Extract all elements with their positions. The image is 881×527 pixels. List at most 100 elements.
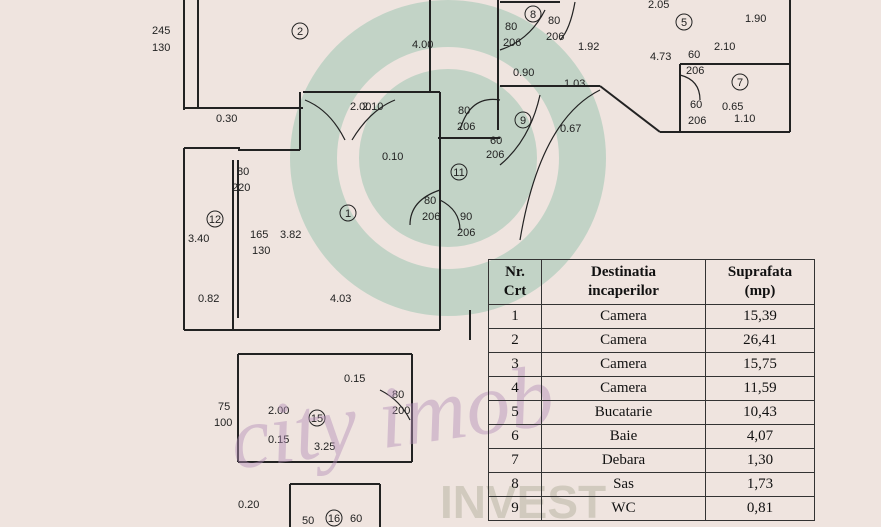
dim-label: 1.10 [734, 113, 755, 125]
cell-nr: 6 [488, 424, 542, 449]
cell-destination: Camera [541, 376, 706, 401]
dim-label: 3.25 [314, 441, 335, 453]
dim-label: 0.10 [382, 151, 403, 163]
dim-label: 1.92 [578, 41, 599, 53]
cell-destination: WC [541, 496, 706, 521]
dim-label: 0.30 [216, 113, 237, 125]
dim-label: 80 [458, 105, 470, 117]
room-number: 5 [681, 17, 687, 29]
cell-destination: Camera [541, 328, 706, 353]
cell-area: 15,75 [705, 352, 815, 377]
room-number: 9 [520, 115, 526, 127]
dim-label: 0.15 [344, 373, 365, 385]
room-number: 1 [345, 208, 351, 220]
dim-label: 90 [460, 211, 472, 223]
cell-area: 1,73 [705, 472, 815, 497]
area-table: Nr. Crt Destinatia incaperilor Suprafata… [488, 259, 815, 521]
dim-label: 60 [350, 513, 362, 525]
dim-label: 206 [422, 211, 440, 223]
room-number: 15 [311, 413, 323, 425]
dim-label: 200 [392, 405, 410, 417]
dim-label: 0.20 [238, 499, 259, 511]
header-nr: Nr. Crt [488, 259, 542, 305]
dim-label: 0.65 [722, 101, 743, 113]
cell-destination: Sas [541, 472, 706, 497]
room-number: 2 [297, 26, 303, 38]
dim-label: 60 [490, 135, 502, 147]
cell-destination: Bucatarie [541, 400, 706, 425]
cell-destination: Camera [541, 352, 706, 377]
dim-label: 4.73 [650, 51, 671, 63]
dim-label: 245 [152, 25, 170, 37]
header-nr-text: Nr. Crt [503, 264, 527, 299]
dim-label: 3.82 [280, 229, 301, 241]
dim-label: 3.40 [188, 233, 209, 245]
dim-label: 220 [232, 182, 250, 194]
dim-label: 165 [250, 229, 268, 241]
room-number: 11 [453, 167, 464, 179]
dim-label: 1.03 [564, 78, 585, 90]
dim-label: 4.00 [412, 39, 433, 51]
dim-label: 0.82 [198, 293, 219, 305]
door-swings [304, 1, 701, 421]
dim-label: 75 [218, 401, 230, 413]
cell-area: 4,07 [705, 424, 815, 449]
dim-label: 0.15 [268, 434, 289, 446]
dim-label: 206 [457, 121, 475, 133]
room-markers [206, 5, 749, 527]
cell-area: 1,30 [705, 448, 815, 473]
dim-label: 206 [546, 31, 564, 43]
dim-label: 2.00 [268, 405, 289, 417]
cell-nr: 7 [488, 448, 542, 473]
cell-destination: Debara [541, 448, 706, 473]
dim-label: 206 [688, 115, 706, 127]
dim-label: 0.90 [513, 67, 534, 79]
cell-area: 15,39 [705, 304, 815, 329]
watermark-logo [290, 0, 606, 316]
dim-label: 80 [424, 195, 436, 207]
cell-nr: 4 [488, 376, 542, 401]
dim-label: 60 [688, 49, 700, 61]
dimension-labels: 245 130 4.00 2.00 2.10 0.30 0.10 80 220 … [152, 0, 766, 527]
dim-label: 2.10 [362, 101, 383, 113]
header-area-text: Suprafata (mp) [727, 264, 793, 299]
room-number: 12 [209, 214, 221, 226]
dim-label: 206 [503, 37, 521, 49]
room-number: 7 [737, 77, 743, 89]
cell-nr: 2 [488, 328, 542, 353]
header-destination-text: Destinatia incaperilor [588, 264, 659, 299]
cell-nr: 8 [488, 472, 542, 497]
room-number: 8 [530, 9, 536, 21]
cell-nr: 5 [488, 400, 542, 425]
cell-nr: 1 [488, 304, 542, 329]
dim-label: 50 [302, 515, 314, 527]
dim-label: 80 [548, 15, 560, 27]
dim-label: 206 [486, 149, 504, 161]
cell-area: 0,81 [705, 496, 815, 521]
dim-label: 2.00 [350, 101, 371, 113]
room-numbers: 2 1 5 7 8 9 11 12 15 1 6 [209, 9, 743, 525]
table-header-row: Nr. Crt Destinatia incaperilor Suprafata… [488, 259, 815, 305]
cell-area: 10,43 [705, 400, 815, 425]
dim-label: 80 [237, 166, 249, 178]
header-area: Suprafata (mp) [705, 259, 815, 305]
dim-label: 0.67 [560, 123, 581, 135]
dim-label: 4.03 [330, 293, 351, 305]
dim-label: 100 [214, 417, 232, 429]
dim-label: 80 [392, 389, 404, 401]
dim-label: 1.90 [745, 13, 766, 25]
cell-nr: 3 [488, 352, 542, 377]
cell-area: 11,59 [705, 376, 815, 401]
dim-label: 2.10 [714, 41, 735, 53]
dim-label: 206 [457, 227, 475, 239]
cell-nr: 9 [488, 496, 542, 521]
